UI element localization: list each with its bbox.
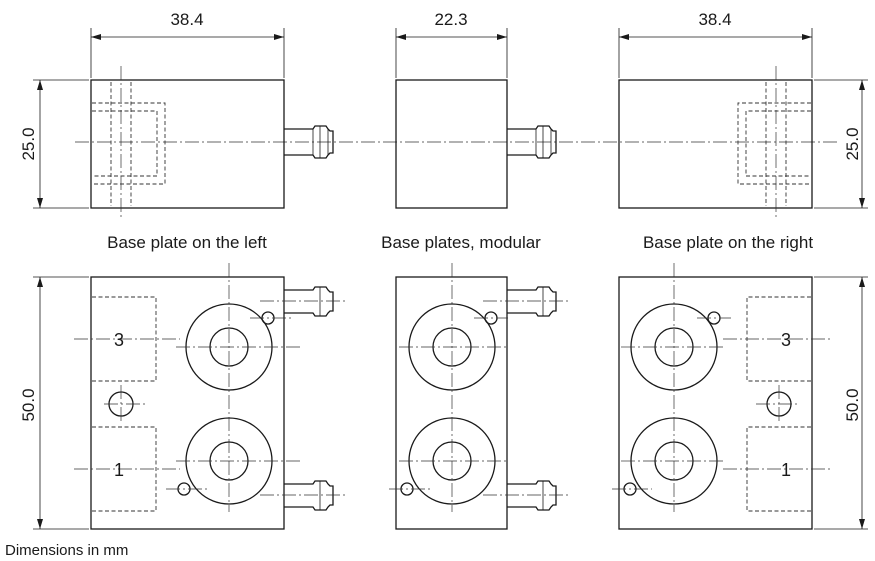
dim-left-width-label: 38.4 bbox=[170, 10, 203, 29]
dim-left-height-bottom: 50.0 bbox=[19, 276, 89, 530]
dim-right-height-top-label: 25.0 bbox=[843, 127, 862, 160]
dim-right-height-top: 25.0 bbox=[814, 79, 868, 209]
dim-middle-width: 22.3 bbox=[395, 10, 508, 78]
dim-right-height-bottom-label: 50.0 bbox=[843, 388, 862, 421]
middle-top-view bbox=[395, 79, 557, 209]
dim-left-height-bottom-label: 50.0 bbox=[19, 388, 38, 421]
dim-left-height-top-label: 25.0 bbox=[19, 127, 38, 160]
dim-middle-width-label: 22.3 bbox=[434, 10, 467, 29]
dim-right-height-bottom: 50.0 bbox=[814, 276, 868, 530]
caption-left: Base plate on the left bbox=[107, 233, 267, 252]
left-front-view: 3 1 bbox=[74, 263, 346, 530]
caption-middle: Base plates, modular bbox=[381, 233, 541, 252]
caption-right: Base plate on the right bbox=[643, 233, 813, 252]
left-top-view bbox=[90, 66, 334, 220]
port-label-left-3: 3 bbox=[114, 330, 124, 350]
port-label-left-1: 1 bbox=[114, 460, 124, 480]
dim-right-width: 38.4 bbox=[618, 10, 813, 78]
port-label-right-3: 3 bbox=[781, 330, 791, 350]
dim-left-width: 38.4 bbox=[90, 10, 285, 78]
dim-right-width-label: 38.4 bbox=[698, 10, 731, 29]
port-label-right-1: 1 bbox=[781, 460, 791, 480]
middle-front-view bbox=[389, 263, 569, 530]
dim-left-height-top: 25.0 bbox=[19, 79, 89, 209]
right-top-view bbox=[618, 66, 813, 220]
footer-note: Dimensions in mm bbox=[5, 542, 128, 559]
right-front-view: 3 1 bbox=[612, 263, 830, 530]
